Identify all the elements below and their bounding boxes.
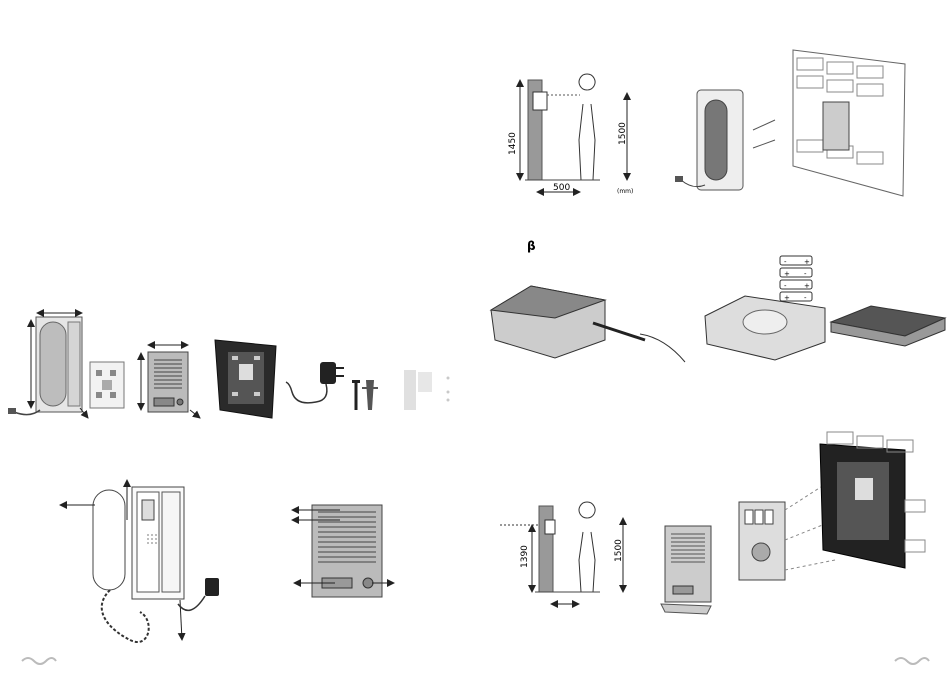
handset-detail-illustration [60,480,219,642]
door-panel-detail-illustration [292,505,394,597]
battery-sign-7: + [784,294,790,302]
handset-mounting-illustration [675,50,905,196]
page-logo-left [22,658,56,664]
handset-unit-illustration [8,313,88,418]
batteries-illustration: - + + - - + + - [780,256,812,302]
handset-height-label: 1450 [508,132,518,155]
door-station-height-label: 1390 [520,545,530,568]
page-logo-right [895,658,929,664]
power-adapter-illustration [286,362,344,403]
distance-label: 500 [553,183,570,193]
install-height-handset-diagram: 1450 1500 500 (mm) [508,74,633,195]
door-station-exploded-illustration [661,432,925,614]
wall-bracket-illustration [90,362,124,408]
battery-sign-3: + [784,270,790,278]
door-station-screwdriver-illustration [491,286,685,362]
door-panel-illustration [141,345,200,418]
battery-section-marker: β [527,239,536,253]
screws-and-plugs-illustration [352,380,378,410]
unit-label: (mm) [617,188,633,195]
left-page [0,0,475,670]
person-height-label-top: 1500 [618,122,628,145]
manual-illustration [404,370,450,410]
battery-sign-2: + [804,258,810,266]
right-page: 1450 1500 500 (mm) β - + [475,0,950,670]
battery-sign-6: + [804,282,810,290]
person-height-label-bottom: 1500 [614,539,624,562]
door-station-open-illustration [705,296,945,360]
rain-shield-illustration [215,340,276,418]
install-height-door-station-diagram: 1390 1500 [500,502,624,604]
